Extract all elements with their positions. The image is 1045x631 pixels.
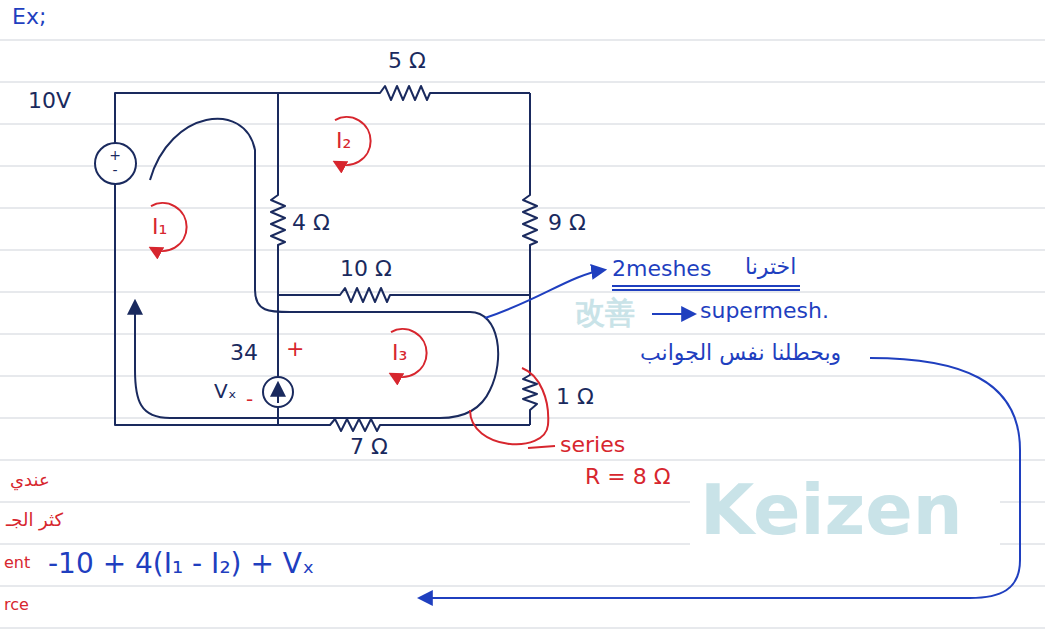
ruled-line <box>0 628 1045 629</box>
polarity-mark: - <box>246 388 253 411</box>
source-value: 34 <box>230 340 258 365</box>
circuit-wires <box>115 86 537 431</box>
ruled-line <box>0 544 690 545</box>
underline <box>612 289 800 291</box>
mesh-arrow <box>391 329 427 377</box>
supermesh-loop <box>135 119 498 418</box>
watermark: Keizen <box>700 470 963 551</box>
ruled-line <box>0 586 1045 587</box>
polarity-mark: - <box>112 163 117 178</box>
wire <box>277 407 279 425</box>
wire-with-resistor <box>523 93 537 425</box>
leader-line <box>528 446 555 448</box>
polarity-mark: + <box>109 148 121 163</box>
example-tag: Ex; <box>12 4 46 29</box>
mesh-arrow <box>335 117 371 165</box>
ruled-line <box>1000 502 1045 503</box>
resistor-value: 10 Ω <box>340 256 392 281</box>
ruled-line <box>0 124 1045 125</box>
note-text: R = 8 Ω <box>585 464 671 489</box>
ruled-line <box>0 40 1045 41</box>
ruled-line <box>0 208 1045 209</box>
underline <box>612 285 800 287</box>
note-text: supermesh. <box>700 298 829 323</box>
ruled-line <box>0 292 1045 293</box>
wire-with-resistor <box>278 288 530 302</box>
note-text: كثر الجـ <box>6 510 63 531</box>
mesh-current: I₁ <box>152 214 167 239</box>
mesh-arrow <box>151 203 187 251</box>
ruled-lines <box>0 40 1045 628</box>
ruled-line <box>0 418 1045 419</box>
ruled-line <box>0 166 1045 167</box>
voltage-source-symbol: +- <box>94 142 137 185</box>
note-arrows <box>420 270 1020 598</box>
resistor-value: 7 Ω <box>350 434 388 459</box>
voltage-label: Vₓ <box>214 380 237 403</box>
watermark: 改善 <box>575 296 635 331</box>
series-loop <box>470 368 548 444</box>
note-text: series <box>560 432 625 457</box>
mesh-current-arrows <box>151 117 555 448</box>
ruled-line <box>0 376 1045 377</box>
ruled-line <box>0 334 1045 335</box>
note-text: ent <box>4 554 30 572</box>
note-text: اخترنا <box>745 254 796 279</box>
ruled-line <box>0 460 1045 461</box>
ruled-line <box>1000 544 1045 545</box>
source-outline <box>95 143 136 184</box>
resistor-value: 5 Ω <box>388 48 426 73</box>
note-text: عندي <box>10 470 50 491</box>
note-arrow <box>420 358 1020 598</box>
resistor-value: 1 Ω <box>556 384 594 409</box>
source-value: 10V <box>28 88 71 113</box>
wire-with-resistor <box>271 93 285 377</box>
resistor-value: 4 Ω <box>292 210 330 235</box>
mesh-current: I₃ <box>392 340 407 365</box>
note-arrow <box>652 313 694 315</box>
mesh-current: I₂ <box>336 128 351 153</box>
dependent-source-symbol <box>263 377 293 407</box>
resistor-value: 9 Ω <box>548 210 586 235</box>
note-text: 2meshes <box>612 256 711 281</box>
ruled-line <box>0 82 1045 83</box>
note-text: rce <box>4 596 29 614</box>
note-text: وبحطلنا نفس الجوانب <box>640 340 841 365</box>
kvl-equation: -10 + 4(I₁ - I₂) + Vₓ <box>48 548 314 580</box>
ruled-line <box>0 502 690 503</box>
polarity-mark: + <box>286 336 304 361</box>
wire-with-resistor <box>115 183 530 431</box>
source-arrow <box>277 384 279 403</box>
